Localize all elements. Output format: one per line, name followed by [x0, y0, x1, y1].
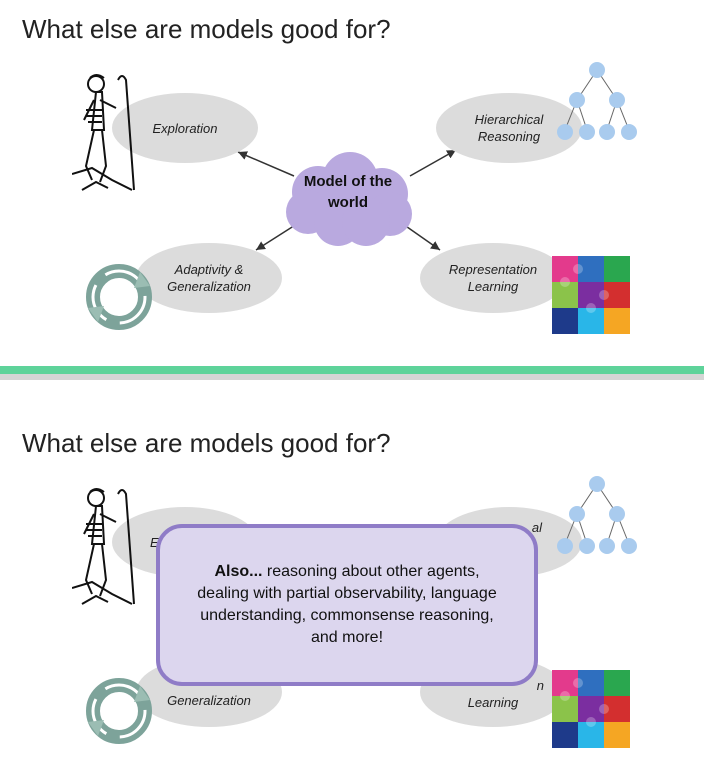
node-label: Generalization	[167, 693, 251, 708]
representation-learning-node: Representation Learning	[420, 243, 566, 313]
callout-bold: Also...	[214, 563, 263, 580]
slide-1: What else are models good for? Explorati…	[0, 0, 704, 360]
tree-icon	[557, 62, 637, 140]
node-partial-label: al	[531, 520, 542, 535]
slide-title: What else are models good for?	[22, 428, 391, 458]
callout-box: Also... reasoning about other agents, de…	[156, 524, 538, 686]
callout-text: Also... reasoning about other agents, de…	[187, 561, 507, 649]
hiker-icon	[72, 74, 135, 191]
exploration-node: Exploration	[112, 93, 258, 163]
slide-divider	[0, 366, 704, 374]
adaptivity-node: Adaptivity & Generalization	[136, 243, 282, 313]
hiker-icon	[72, 488, 135, 605]
cycle-arrows-icon	[86, 264, 152, 330]
cycle-arrows-icon	[86, 678, 152, 744]
puzzle-icon	[552, 256, 630, 334]
node-partial-label: n	[536, 678, 544, 693]
callout-body: reasoning about other agents, dealing wi…	[197, 563, 497, 646]
slide-title: What else are models good for?	[22, 14, 391, 44]
tree-icon	[557, 476, 637, 554]
hierarchical-reasoning-node: Hierarchical Reasoning	[436, 93, 582, 163]
model-of-world-label: Model of the world	[303, 173, 393, 211]
slide-2: What else are models good for? E al Gene…	[0, 414, 704, 774]
node-partial-label: E	[150, 534, 159, 550]
puzzle-icon	[552, 670, 630, 748]
slide-divider-shadow	[0, 374, 704, 380]
node-label: Learning	[467, 695, 519, 710]
cloud-shape	[286, 152, 412, 246]
